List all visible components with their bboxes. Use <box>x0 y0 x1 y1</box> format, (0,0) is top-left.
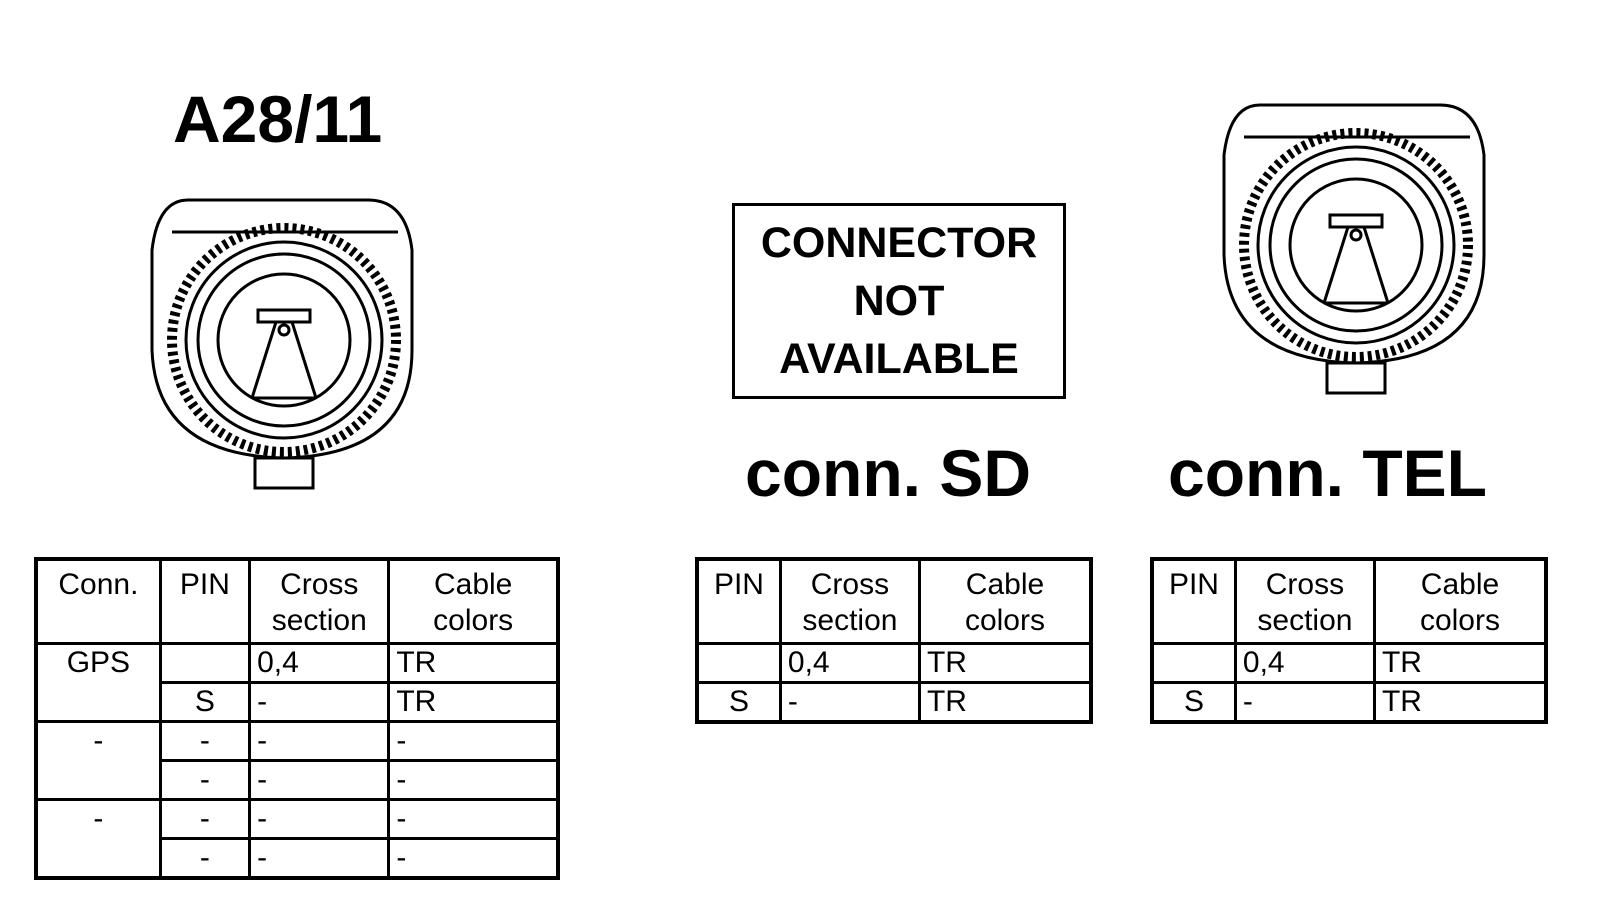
pin-table-tel: PIN Cross section Cable colors 0,4 TR S … <box>1150 557 1548 724</box>
header-cable-colors: Cable colors <box>1372 557 1548 645</box>
connector-title-tel: conn. TEL <box>1168 436 1487 510</box>
cell-cable-color: TR <box>387 641 560 684</box>
cell-pin: - <box>158 719 252 762</box>
cell-cross-section: 0,4 <box>1233 641 1376 684</box>
header-cable-colors: Cable colors <box>917 557 1093 645</box>
not-available-line-2: NOT <box>853 277 945 325</box>
connector-title-sd: conn. SD <box>745 436 1032 510</box>
pin-table-sd: PIN Cross section Cable colors 0,4 TR S … <box>695 557 1093 724</box>
cell-pin: S <box>158 680 252 723</box>
cell-pin <box>1150 641 1237 684</box>
cell-conn <box>34 682 162 723</box>
cell-conn: - <box>34 719 162 760</box>
table-header-row: Conn. PIN Cross section Cable colors <box>34 557 560 645</box>
cell-pin: - <box>158 797 252 840</box>
header-pin: PIN <box>158 557 252 645</box>
connector-not-available-box: CONNECTOR NOT AVAILABLE <box>732 203 1066 399</box>
cell-cable-color: - <box>387 758 560 801</box>
cell-cable-color: - <box>387 719 560 762</box>
table-row: - - - <box>34 836 560 879</box>
pin-table-a28: Conn. PIN Cross section Cable colors GPS… <box>34 557 560 880</box>
header-cross-section: Cross section <box>248 557 391 645</box>
cell-cable-color: TR <box>1372 641 1548 684</box>
table-row: S - TR <box>695 680 1093 723</box>
table-row: - - - - <box>34 797 560 840</box>
table-row: GPS 0,4 TR <box>34 641 560 684</box>
cell-pin: - <box>158 836 252 879</box>
table-row: - - - <box>34 758 560 801</box>
table-row: 0,4 TR <box>1150 641 1548 684</box>
cell-pin: S <box>695 680 782 723</box>
cell-pin: - <box>158 758 252 801</box>
cell-cross-section: 0,4 <box>248 641 391 684</box>
cell-pin <box>695 641 782 684</box>
table-header-row: PIN Cross section Cable colors <box>695 557 1093 645</box>
cell-cross-section: - <box>248 836 391 879</box>
cell-cross-section: - <box>248 719 391 762</box>
table-row: S - TR <box>1150 680 1548 723</box>
coaxial-connector-icon <box>1222 103 1486 395</box>
cell-cross-section: - <box>248 797 391 840</box>
cell-conn <box>34 760 162 801</box>
cell-cable-color: TR <box>917 680 1093 723</box>
table-row: - - - - <box>34 719 560 762</box>
cell-cable-color: TR <box>387 680 560 723</box>
cell-cable-color: - <box>387 836 560 879</box>
connector-title-a28: A28/11 <box>173 82 383 156</box>
cell-cross-section: - <box>778 680 921 723</box>
not-available-line-3: AVAILABLE <box>779 335 1019 383</box>
cell-cross-section: 0,4 <box>778 641 921 684</box>
table-row: 0,4 TR <box>695 641 1093 684</box>
table-row: S - TR <box>34 680 560 723</box>
cell-cable-color: - <box>387 797 560 840</box>
header-pin: PIN <box>1150 557 1237 645</box>
not-available-line-1: CONNECTOR <box>760 219 1038 267</box>
coaxial-connector-icon <box>150 198 414 490</box>
cell-pin <box>158 641 252 684</box>
cell-cable-color: TR <box>1372 680 1548 723</box>
cell-conn: GPS <box>34 641 162 682</box>
cell-conn <box>34 838 162 879</box>
header-conn: Conn. <box>34 557 162 645</box>
header-pin: PIN <box>695 557 782 645</box>
cell-cable-color: TR <box>917 641 1093 684</box>
cell-cross-section: - <box>248 758 391 801</box>
header-cross-section: Cross section <box>1233 557 1376 645</box>
cell-cross-section: - <box>1233 680 1376 723</box>
cell-conn: - <box>34 797 162 838</box>
header-cable-colors: Cable colors <box>387 557 560 645</box>
header-cross-section: Cross section <box>778 557 921 645</box>
table-header-row: PIN Cross section Cable colors <box>1150 557 1548 645</box>
cell-pin: S <box>1150 680 1237 723</box>
cell-cross-section: - <box>248 680 391 723</box>
